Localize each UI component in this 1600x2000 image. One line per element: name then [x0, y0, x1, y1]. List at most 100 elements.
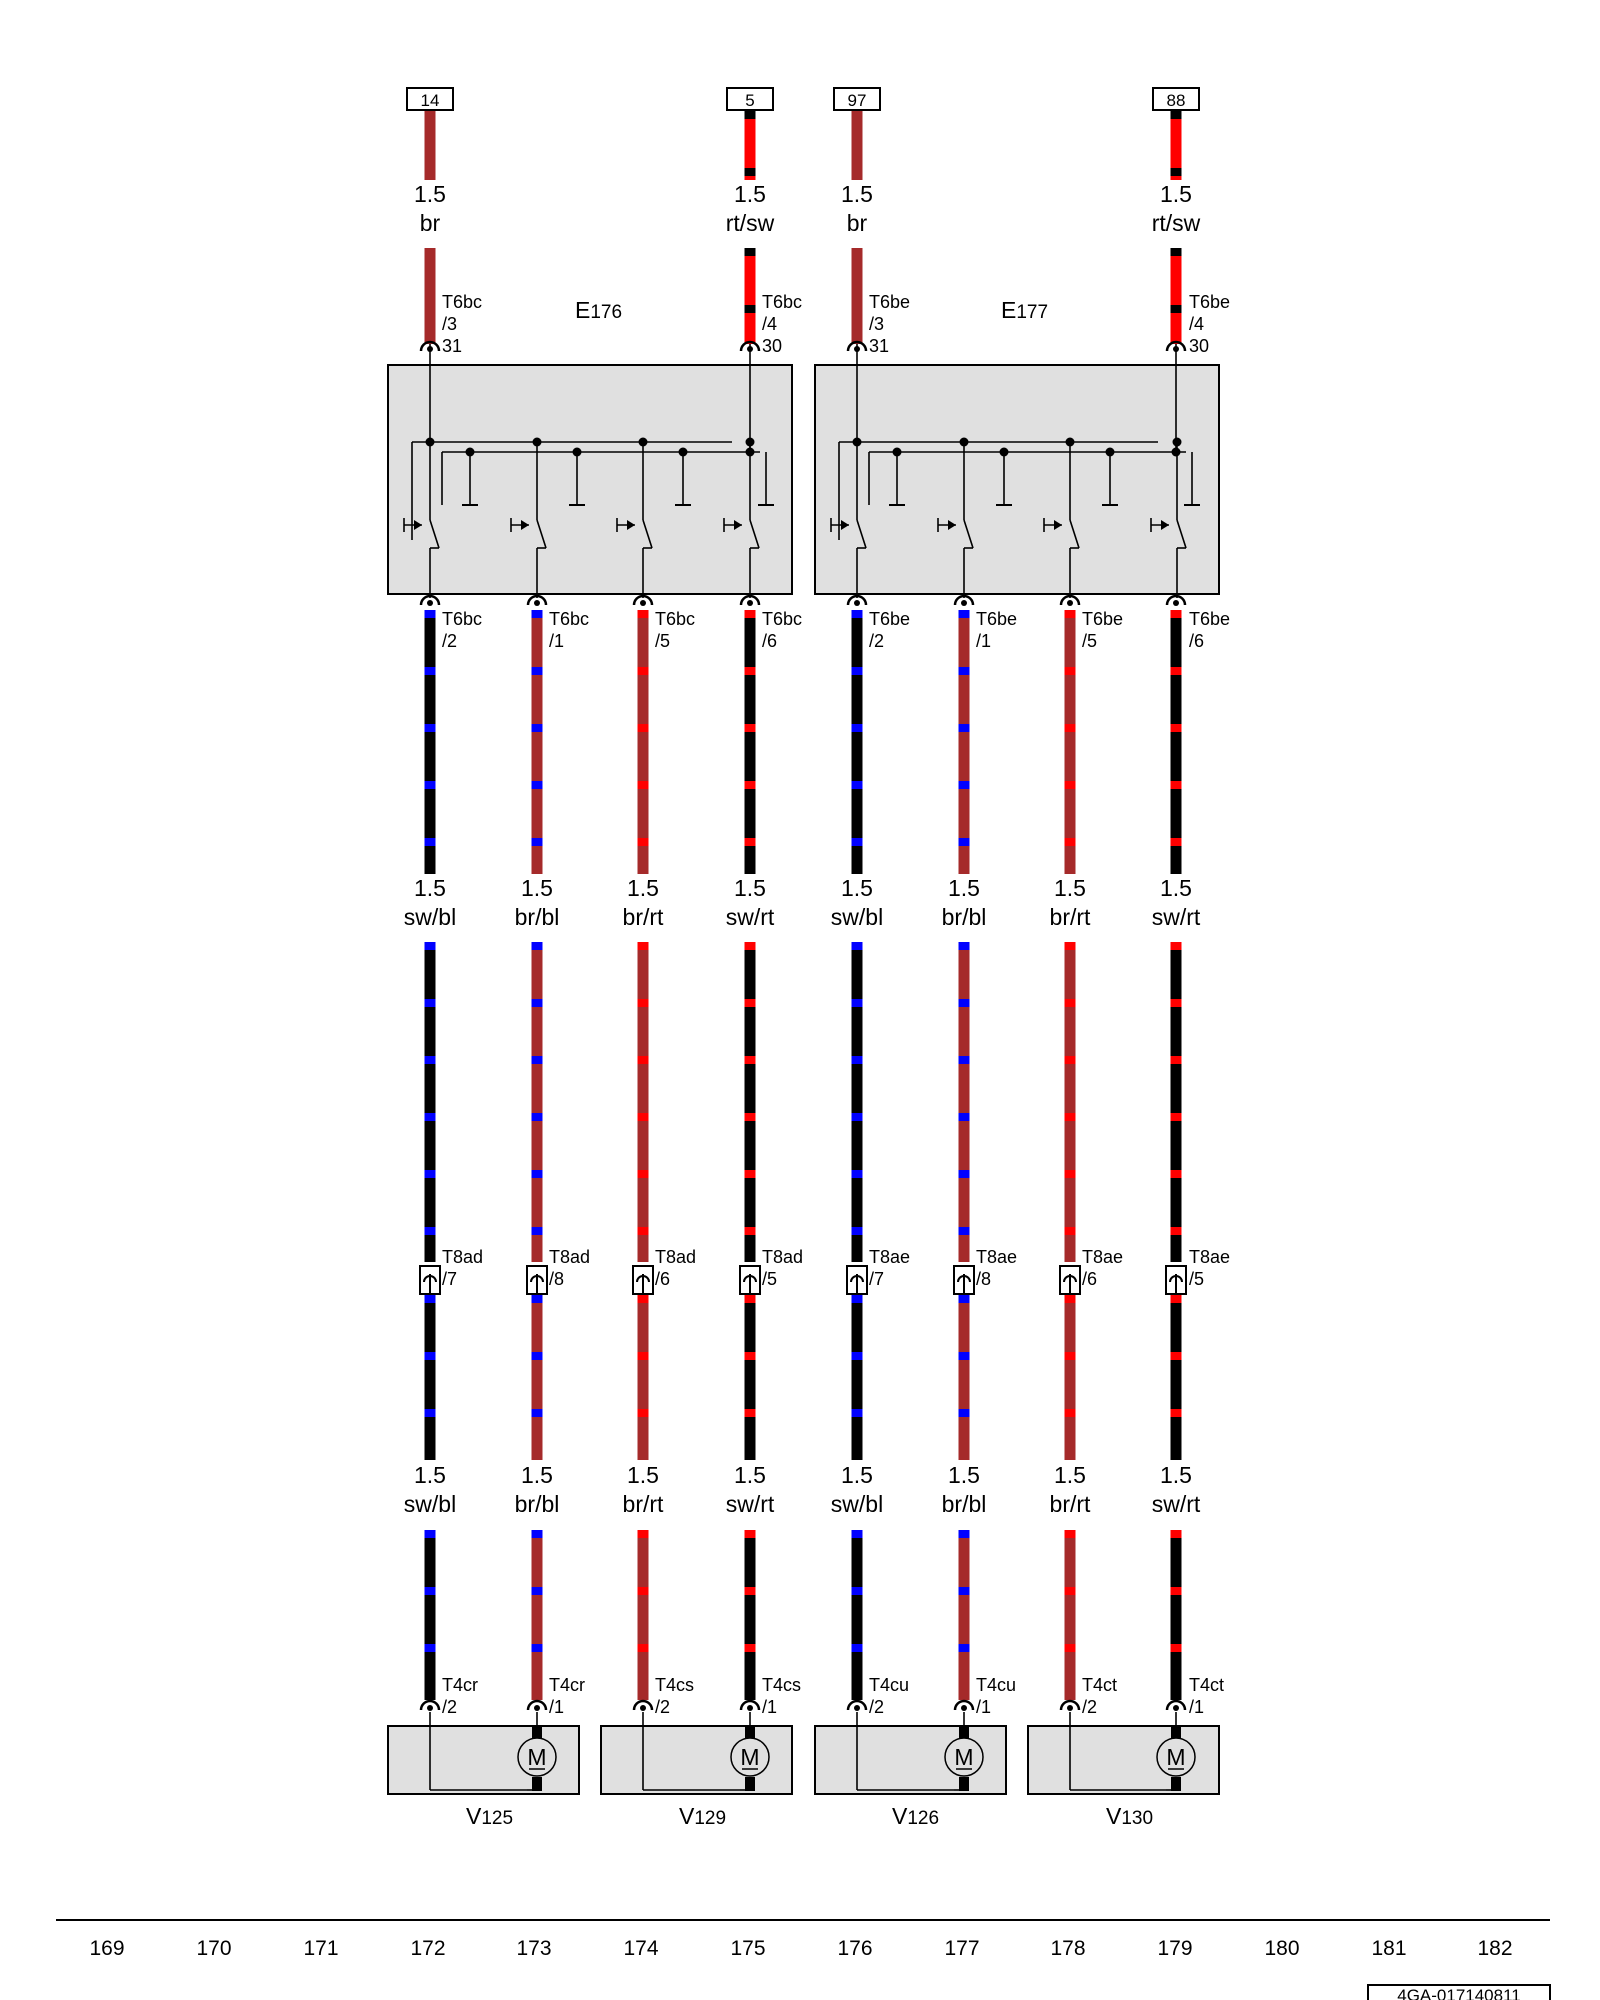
svg-text:M: M: [527, 1744, 546, 1770]
connector-contact-icon: [953, 1699, 975, 1711]
wire-segment: [424, 610, 436, 874]
wire-segment: [958, 610, 970, 874]
wire-stripe: [851, 1352, 863, 1360]
wire-stripe: [637, 1587, 649, 1595]
connector-pin-icon: [961, 600, 967, 606]
switch-line: [1176, 519, 1187, 549]
wire-stripe: [637, 1056, 649, 1064]
wire-segment: [851, 942, 863, 1262]
wire-stripe: [424, 781, 436, 789]
svg-text:sw/rt: sw/rt: [726, 1491, 775, 1517]
wire-stripe: [744, 724, 756, 732]
svg-text:sw/bl: sw/bl: [831, 904, 883, 930]
svg-text:/1: /1: [549, 1697, 564, 1717]
svg-text:14: 14: [421, 91, 440, 110]
wire-stripe: [424, 942, 436, 950]
svg-text:T8ae: T8ae: [869, 1247, 910, 1267]
svg-text:/2: /2: [1082, 1697, 1097, 1717]
motor-symbol-v129: M: [730, 1737, 770, 1777]
wire-stripe: [1064, 1056, 1076, 1064]
connector-contact-icon: [846, 1699, 868, 1711]
wire-stripe: [958, 1113, 970, 1121]
column-number: 175: [730, 1937, 765, 1960]
motor-label-v126: V126: [892, 1803, 939, 1829]
svg-text:/4: /4: [762, 314, 777, 334]
wire-stripe: [1064, 838, 1076, 846]
wire-stripe: [851, 1530, 863, 1538]
top-terminal-97: 97: [833, 87, 881, 111]
motor-brush-icon: [745, 1777, 755, 1791]
svg-text:1.5: 1.5: [948, 875, 980, 901]
connector-pin-icon: [747, 346, 753, 352]
switch-arrow-icon: [627, 520, 635, 530]
wire-stripe: [1170, 610, 1182, 618]
svg-text:/7: /7: [869, 1269, 884, 1289]
wire-stripe: [1170, 1352, 1182, 1360]
wire-label: 1.5sw/bl: [831, 1462, 883, 1517]
svg-text:/1: /1: [762, 1697, 777, 1717]
wire-stripe: [637, 942, 649, 950]
wire-stripe: [1170, 1530, 1182, 1538]
connector-contact-icon: [419, 1699, 441, 1711]
switch-line: [856, 519, 867, 549]
wire-stripe: [1064, 1530, 1076, 1538]
wire-stripe: [851, 1113, 863, 1121]
svg-text:1.5: 1.5: [734, 1462, 766, 1488]
wire-segment: [531, 1295, 543, 1460]
connector-contact-icon: [739, 1699, 761, 1711]
wire-stripe: [424, 1056, 436, 1064]
top-terminal-14: 14: [406, 87, 454, 111]
wire-stripe: [1170, 1587, 1182, 1595]
mid-connector-label: T6be/6: [1189, 609, 1230, 651]
svg-text:/6: /6: [1189, 631, 1204, 651]
wire-stripe: [1064, 667, 1076, 675]
svg-text:T6be: T6be: [1189, 609, 1230, 629]
connector-pin-icon: [747, 1705, 753, 1711]
svg-text:br/rt: br/rt: [623, 904, 665, 930]
connector-contact-icon: [419, 340, 441, 352]
wire-stripe: [1170, 1113, 1182, 1121]
wire-stripe: [744, 942, 756, 950]
wire-stripe: [1170, 942, 1182, 950]
wire-stripe: [744, 1644, 756, 1652]
wire-segment: [744, 1530, 756, 1700]
switch-label-e176: E176: [575, 297, 622, 323]
wire-stripe: [744, 111, 756, 119]
wire-stripe: [637, 1409, 649, 1417]
wire-segment: [1064, 1530, 1076, 1700]
t8-connector-label: T8ad/5: [762, 1247, 803, 1289]
wire-stripe: [744, 1113, 756, 1121]
svg-text:1.5: 1.5: [1054, 1462, 1086, 1488]
wire-stripe: [958, 1056, 970, 1064]
switch-arrow-icon: [414, 520, 422, 530]
wire-stripe: [1064, 1227, 1076, 1235]
svg-text:T6be: T6be: [1189, 292, 1230, 312]
t4-connector-label: T4cs/1: [762, 1675, 801, 1717]
svg-text:sw/rt: sw/rt: [1152, 904, 1201, 930]
svg-text:/2: /2: [655, 1697, 670, 1717]
wire-segment: [424, 1295, 436, 1460]
wire-segment: [424, 1530, 436, 1700]
wire-stripe: [744, 781, 756, 789]
wire-stripe: [958, 1227, 970, 1235]
svg-text:T8ad: T8ad: [549, 1247, 590, 1267]
connector-pin-icon: [427, 346, 433, 352]
top-connector-label-4: T6be /4 30: [1189, 292, 1230, 356]
wire-stripe: [1170, 111, 1182, 119]
column-number: 173: [516, 1937, 551, 1960]
wire-stripe: [424, 1170, 436, 1178]
svg-text:T8ad: T8ad: [655, 1247, 696, 1267]
wire-stripe: [531, 1587, 543, 1595]
t8-connector-label: T8ae/8: [976, 1247, 1017, 1289]
wire-stripe: [744, 610, 756, 618]
svg-text:T8ae: T8ae: [1082, 1247, 1123, 1267]
svg-text:/5: /5: [762, 1269, 777, 1289]
wire-stripe: [1064, 1170, 1076, 1178]
wire-label: 1.5br/rt: [623, 1462, 665, 1517]
wire-segment: [637, 1295, 649, 1460]
wire-segment: [851, 1295, 863, 1460]
wire-stripe: [424, 838, 436, 846]
top-connector-label-3: T6be /3 31: [869, 292, 910, 356]
top-wire-label-1: 1.5 br: [414, 181, 446, 236]
wire-segment: [744, 942, 756, 1262]
